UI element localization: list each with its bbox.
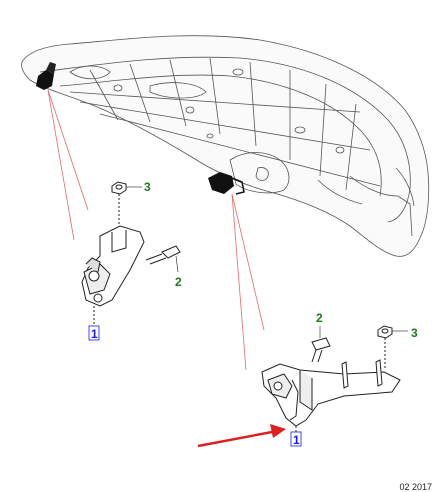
- left-bolt: [145, 245, 181, 265]
- right-bolt: [311, 337, 331, 363]
- callout-left-nut: 3: [144, 180, 151, 194]
- callout-left-bolt: 2: [175, 275, 182, 289]
- mounted-hinge-left: [36, 62, 56, 90]
- left-hinge-assembly: [81, 181, 181, 324]
- trunk-lid-illustration: [21, 35, 430, 257]
- callout-right-hinge-box: [290, 431, 302, 447]
- callout-right-bolt: 2: [316, 311, 323, 325]
- right-hinge-assembly: [261, 325, 401, 432]
- callout-right-nut: 3: [411, 326, 418, 340]
- leader-lines: [47, 89, 265, 371]
- reference-number: 02 2017: [399, 482, 432, 492]
- right-callouts: 2 3 1: [290, 311, 418, 447]
- right-nut: [377, 325, 393, 370]
- callout-left-hinge-box: [88, 325, 100, 341]
- mounted-hinge-right: [208, 172, 245, 195]
- callout-left-hinge: 1: [91, 327, 98, 341]
- left-callouts: 3 2 1: [88, 180, 182, 341]
- callout-right-hinge: 1: [293, 433, 300, 447]
- red-pointer-arrow: [197, 424, 286, 448]
- left-nut: [111, 181, 127, 226]
